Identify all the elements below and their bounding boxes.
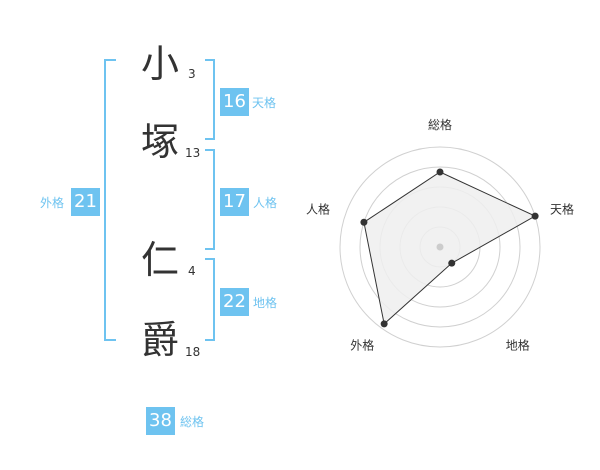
soukaku-value: 38 (146, 407, 175, 435)
jinkaku-bracket (205, 149, 215, 250)
radar-axis-label-2: 天格 (550, 201, 574, 216)
name-char-3: 仁 (140, 238, 179, 282)
tenkaku-value: 16 (220, 88, 249, 116)
jinkaku-label: 人格 (253, 196, 278, 210)
radar-point-5 (360, 218, 368, 226)
radar-axis-label-3: 地格 (506, 338, 530, 353)
name-char-4: 爵 (140, 318, 179, 362)
chikaku-value: 22 (220, 288, 249, 316)
radar-center-dot (436, 243, 444, 251)
radar-point-4 (380, 320, 388, 328)
gaikaku-value: 21 (71, 188, 100, 216)
soukaku-label: 総格 (180, 415, 205, 429)
stroke-count-1: 3 (188, 67, 196, 81)
stroke-count-3: 4 (188, 264, 196, 278)
gaikaku-label: 外格 (40, 196, 65, 210)
tenkaku-label: 天格 (252, 96, 277, 110)
jinkaku-value: 17 (220, 188, 249, 216)
chikaku-label: 地格 (253, 296, 278, 310)
stroke-count-4: 18 (185, 345, 201, 359)
radar-ring (359, 166, 521, 328)
chikaku-bracket (205, 258, 215, 341)
radar-axis-label-1: 総格 (428, 117, 452, 132)
radar-point-3 (448, 259, 456, 267)
name-char-2: 塚 (140, 120, 179, 164)
stroke-count-2: 13 (185, 146, 201, 160)
name-char-1: 小 (140, 42, 179, 86)
radar-series-area (363, 171, 537, 325)
radar-point-2 (531, 212, 539, 220)
radar-ring (339, 146, 541, 348)
radar-point-1 (436, 168, 444, 176)
radar-axis-label-4: 外格 (350, 338, 374, 353)
radar-axis-label-5: 人格 (306, 201, 330, 216)
outer-bracket (104, 59, 116, 341)
tenkaku-bracket (205, 59, 215, 140)
